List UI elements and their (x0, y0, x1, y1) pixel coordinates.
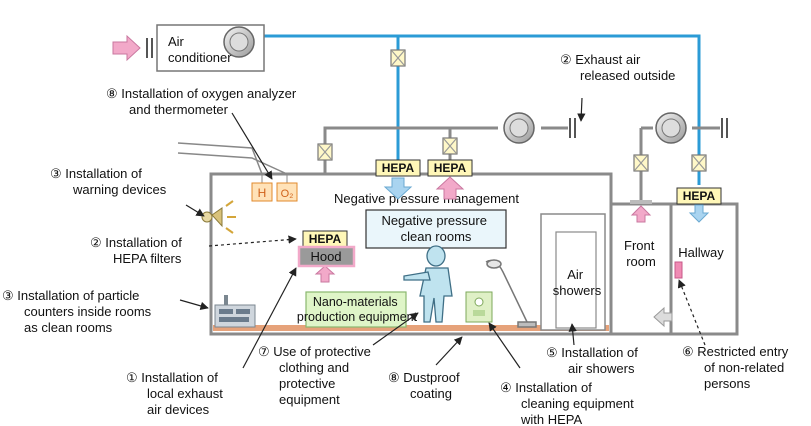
nano-materials-equipment (305, 291, 407, 328)
leader-lines (179, 97, 706, 369)
label-air-showers: ⑤ Installation of air showers (546, 345, 642, 376)
label-protective-clothing: ⑦ Use of protective clothing and protect… (258, 344, 374, 407)
air-showers-door (555, 231, 597, 329)
hallway-label: Hallway (678, 245, 724, 260)
label-warning-devices: ③ Installation of warning devices (50, 166, 167, 197)
hood-arrow-icon (314, 265, 336, 283)
label-particle-counters: ③ Installation of particle counters insi… (2, 288, 155, 335)
front-room-label: Front room (624, 238, 658, 269)
damper-icons (317, 49, 707, 172)
hepa-filter: HEPA (676, 187, 722, 205)
vent-marks (146, 38, 728, 138)
hepa-filter: HEPA (375, 159, 421, 177)
svg-text:H: H (258, 186, 267, 200)
worker-icon (403, 245, 453, 323)
nano-materials-label: Nano-materials production equipment (297, 295, 418, 324)
fan-icon (223, 26, 255, 58)
label-hepa-filters: ② Installation of HEPA filters (90, 235, 186, 266)
hallway-door-arrow-icon (653, 306, 673, 328)
label-restricted-entry: ⑥ Restricted entry of non-related person… (682, 344, 792, 391)
intake-arrow-icon (112, 34, 141, 62)
label-oxygen-analyzer: ⑧ Installation of oxygen analyzer and th… (106, 86, 300, 117)
air-showers-room-label: Air showers (553, 267, 602, 298)
negative-pressure-management-label: Negative pressure management (334, 191, 519, 206)
negative-pressure-clean-rooms-label: Negative pressure clean rooms (381, 213, 490, 244)
thermometer-sensor: H (251, 174, 273, 202)
hood (297, 245, 356, 268)
restricted-entry-marker (674, 261, 683, 279)
front-room-exhaust-arrow-icon (630, 205, 652, 223)
svg-text:HEPA: HEPA (382, 161, 415, 175)
label-cleaning-equipment: ④ Installation of cleaning equipment wit… (500, 380, 637, 426)
svg-text:HEPA: HEPA (434, 161, 467, 175)
exhaust-arrow-icon (435, 176, 465, 200)
hepa-filter: HEPA (302, 230, 348, 248)
negative-pressure-clean-rooms-box (365, 209, 507, 249)
hood-label: Hood (310, 249, 341, 264)
sensor-wire (177, 142, 288, 175)
label-local-exhaust: ① Installation of local exhaust air devi… (126, 370, 227, 417)
air-conditioner-label: Air conditioner (168, 34, 232, 65)
svg-text:O₂: O₂ (281, 188, 294, 200)
exhaust-fan-icon (503, 112, 687, 144)
label-dustproof-coating: ⑧ Dustproof coating (388, 370, 463, 401)
svg-text:HEPA: HEPA (309, 232, 342, 246)
particle-counter-icon (214, 295, 256, 328)
vacuum-cleaner-icon (485, 259, 537, 328)
svg-text:HEPA: HEPA (683, 189, 716, 203)
hepa-filter: HEPA (427, 159, 473, 177)
front-room-ceiling-vent (630, 200, 652, 204)
label-exhaust-air: ② Exhaust air released outside (560, 52, 675, 83)
hallway-supply-arrow-icon (688, 204, 710, 223)
oxygen-analyzer-sensor: O₂ (276, 174, 298, 202)
cleaning-equipment-icon (465, 291, 493, 323)
supply-arrow-icon (383, 177, 413, 200)
dustproof-floor (213, 325, 609, 331)
